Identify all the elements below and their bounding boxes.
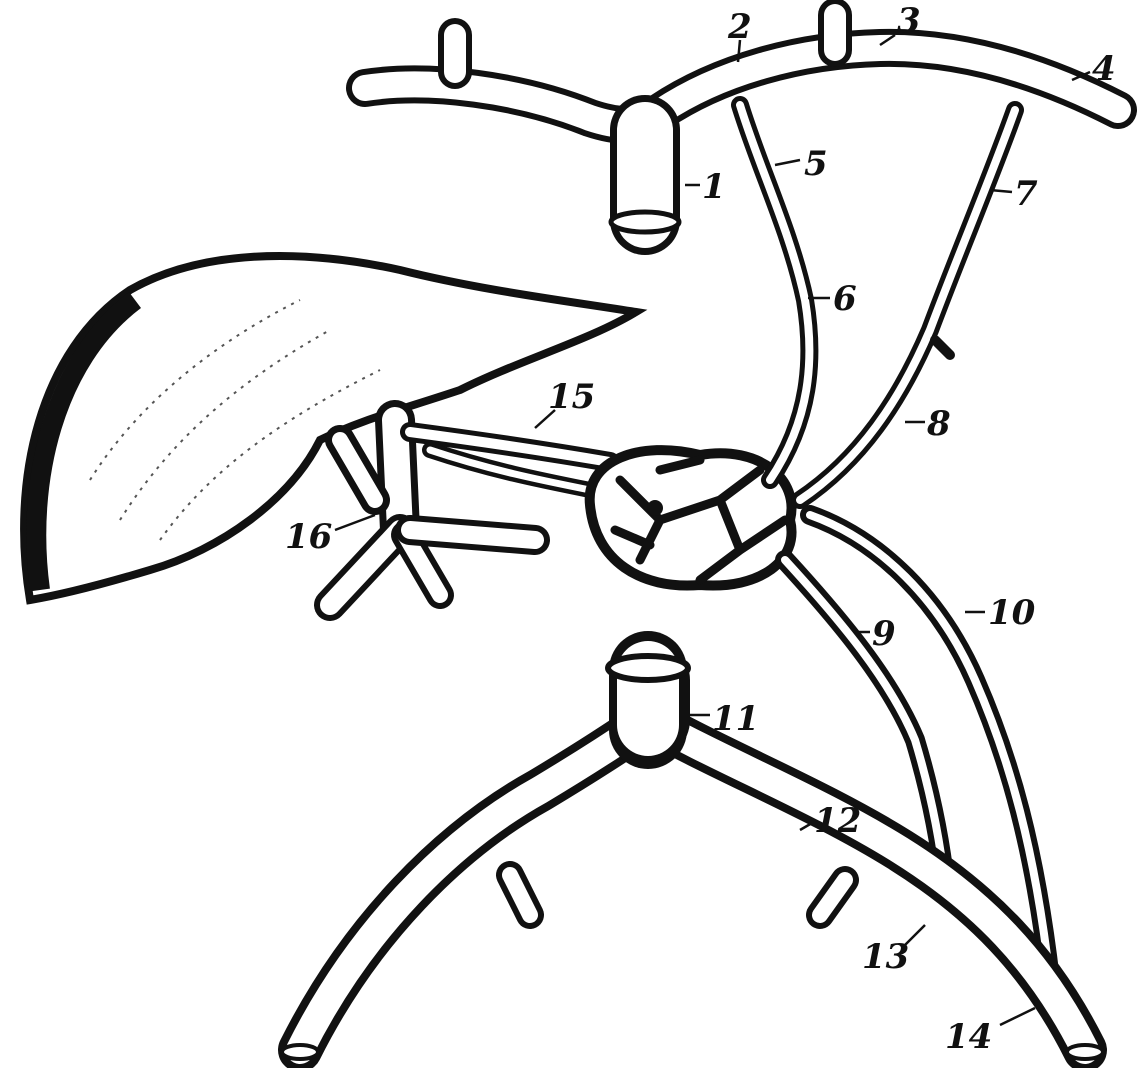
label-14: 14 [945,1017,992,1057]
paraumbilical-vein [410,432,610,490]
label-4: 4 [1092,49,1116,89]
label-16: 16 [285,517,332,557]
label-8: 8 [926,404,951,444]
label-12: 12 [814,801,861,841]
label-15: 15 [548,377,595,417]
label-10: 10 [988,593,1036,633]
venous-plexus [590,450,792,585]
label-11: 11 [712,699,759,739]
label-2: 2 [727,7,752,47]
label-5: 5 [804,144,828,184]
label-1: 1 [702,167,726,207]
label-9: 9 [872,614,896,654]
label-7: 7 [1014,174,1038,214]
label-6: 6 [833,279,857,319]
label-13: 13 [862,937,909,977]
label-3: 3 [897,1,921,41]
